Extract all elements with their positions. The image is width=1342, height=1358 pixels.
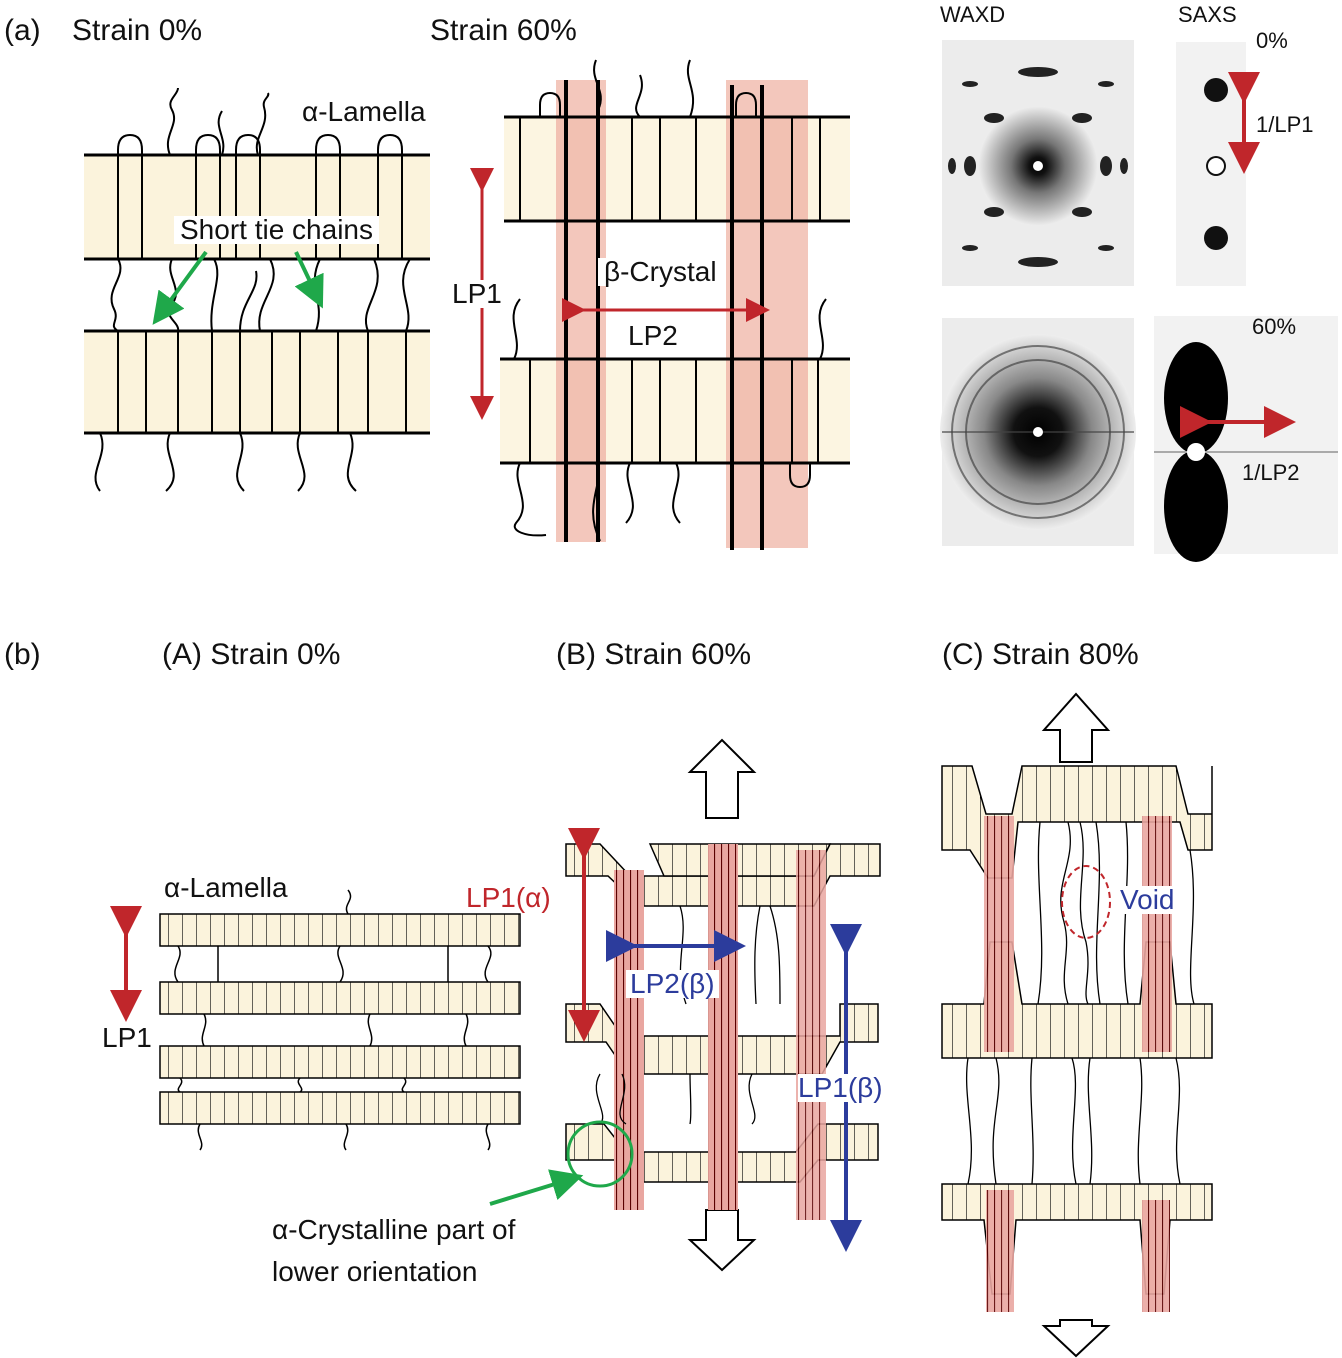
waxd-0-pattern xyxy=(942,40,1134,286)
lp2-beta-label: LP2(β) xyxy=(626,970,719,998)
strain-80-title-b: (C) Strain 80% xyxy=(942,638,1139,671)
strain-0-title-b: (A) Strain 0% xyxy=(162,638,341,671)
saxs-label: SAXS xyxy=(1178,2,1237,27)
lp1-beta-label: LP1(β) xyxy=(798,1072,883,1103)
strain-60-title: Strain 60% xyxy=(430,14,577,47)
saxs-0-label: 0% xyxy=(1256,28,1288,53)
alpha-lamella-bottom xyxy=(84,329,430,435)
annotation-line-1: α-Crystalline part of xyxy=(272,1214,516,1245)
down-arrow-c xyxy=(1041,1319,1111,1358)
alpha-lamella-label-b: α-Lamella xyxy=(164,872,288,903)
up-arrow-c xyxy=(1041,692,1111,763)
short-tie-chains-label: Short tie chains xyxy=(174,216,379,244)
green-arrow-tie-1 xyxy=(152,250,208,325)
lp1-label: LP1 xyxy=(452,278,502,309)
strain-60-title-b: (B) Strain 60% xyxy=(556,638,752,671)
lp2-label: LP2 xyxy=(628,320,678,351)
lp1-label-b: LP1 xyxy=(102,1022,152,1053)
up-arrow-b xyxy=(687,738,757,819)
diffraction-patterns xyxy=(940,40,1338,562)
stack-a-tie-chains xyxy=(174,889,492,1151)
down-arrow-b xyxy=(687,1209,757,1272)
stack-c-beta xyxy=(984,816,1172,1312)
strain-60-lamellae xyxy=(500,59,850,550)
stack-b-beta xyxy=(614,844,826,1220)
panel-a-schematic xyxy=(84,59,850,550)
waxd-60-pattern xyxy=(940,318,1136,546)
waxd-label: WAXD xyxy=(940,2,1006,27)
saxs-60-label: 60% xyxy=(1252,314,1297,339)
void-ellipse xyxy=(1061,865,1111,939)
green-arrow-tie-2 xyxy=(294,251,324,309)
low-orientation-arrow xyxy=(489,1169,584,1206)
beta-crystal-label: β-Crystal xyxy=(598,258,723,286)
inv-lp2-label: 1/LP2 xyxy=(1242,460,1300,485)
void-label: Void xyxy=(1120,884,1175,915)
annotation-line-2: lower orientation xyxy=(272,1256,478,1287)
panel-a-label: (a) xyxy=(4,14,41,47)
alpha-lamella-label: α-Lamella xyxy=(302,96,426,127)
strain-0-title: Strain 0% xyxy=(72,14,203,47)
low-orientation-circle xyxy=(566,1120,634,1188)
panel-b-label: (b) xyxy=(4,638,41,671)
stack-a-lamellae xyxy=(159,913,521,1125)
inv-lp1-label: 1/LP1 xyxy=(1256,112,1314,137)
lp1-alpha-label: LP1(α) xyxy=(466,882,551,913)
